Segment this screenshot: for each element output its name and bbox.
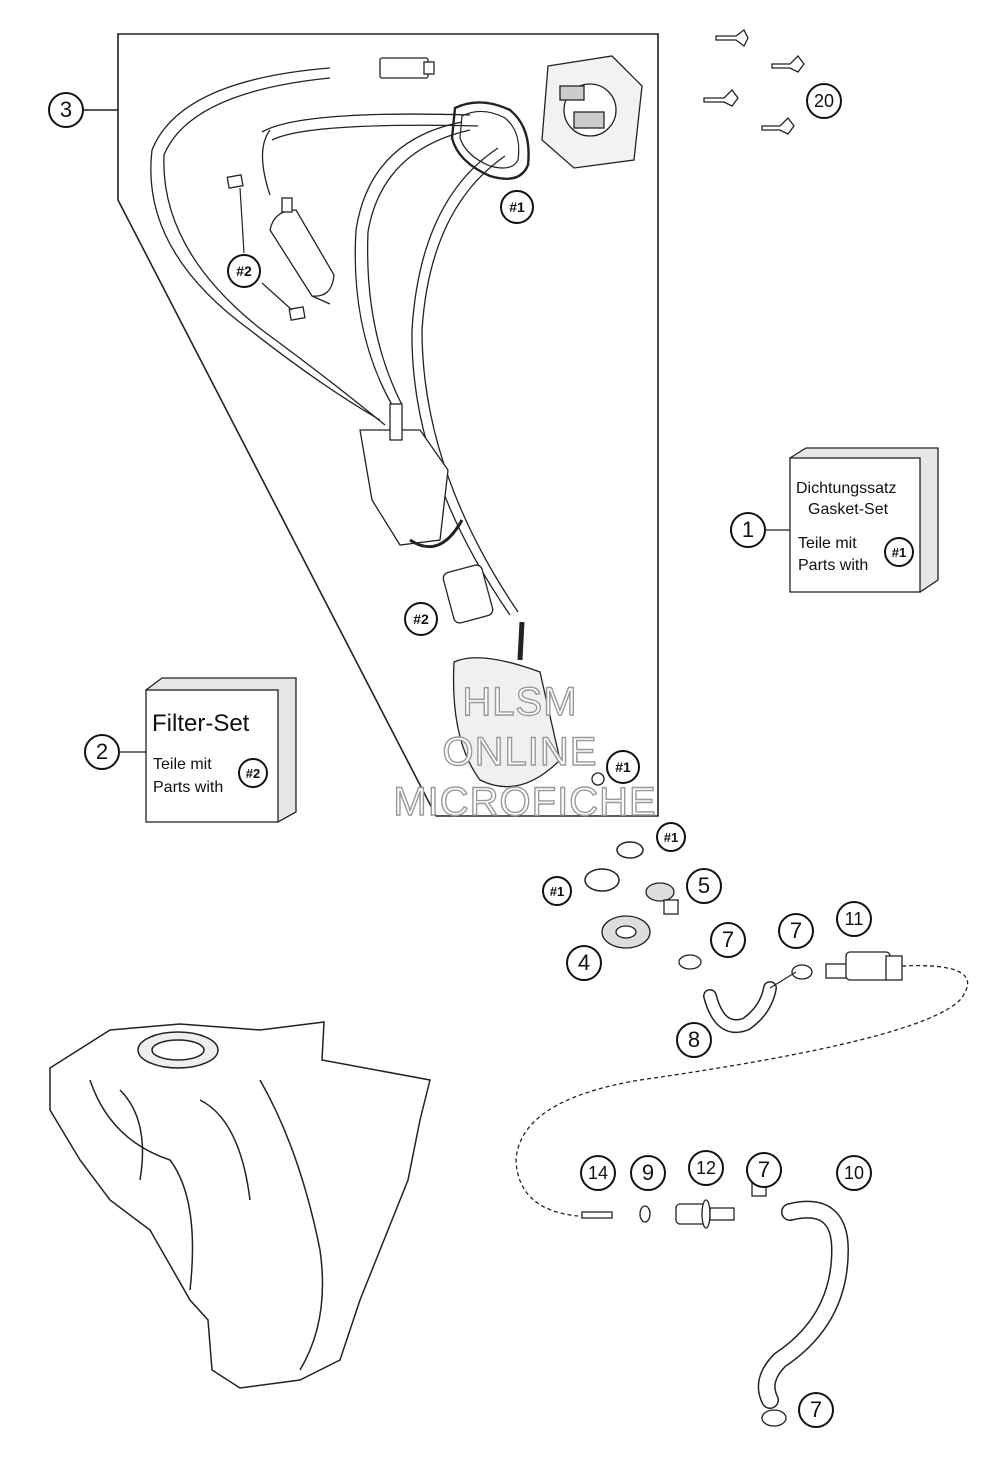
electrical-connector (379, 57, 435, 79)
pump-flange (541, 55, 643, 169)
ref-marker-hash1: #1 (500, 190, 534, 224)
fuel-line-dashed (515, 964, 969, 1217)
callout-11: 11 (836, 901, 872, 937)
ref-marker-hash1: #1 (656, 822, 686, 852)
callout-9: 9 (630, 1155, 666, 1191)
callout-2: 2 (84, 734, 120, 770)
callout-14: 14 (580, 1155, 616, 1191)
filter-set-box (120, 677, 297, 823)
filter-set-parts-en: Parts with (153, 779, 224, 796)
callout-8: 8 (676, 1022, 712, 1058)
callout-20: 20 (806, 83, 842, 119)
ref-marker-hash1: #1 (542, 876, 572, 906)
fuel-pump-assembly-boundary (117, 33, 659, 817)
quick-coupling (825, 951, 903, 981)
filter-set-ref: #2 (238, 758, 268, 788)
callout-3: 3 (48, 92, 84, 128)
bolts (703, 29, 805, 135)
gasket-set-title-en: Gasket-Set (808, 501, 889, 518)
ref-marker-hash2: #2 (227, 254, 261, 288)
ref-marker-hash1: #1 (606, 750, 640, 784)
fuel-filter (226, 174, 335, 321)
gasket-set-title-de: Dichtungssatz (796, 480, 897, 497)
callout-5: 5 (686, 868, 722, 904)
callout-10: 10 (836, 1155, 872, 1191)
gasket-set-parts-en: Parts with (798, 557, 869, 574)
ref-marker-hash2: #2 (404, 602, 438, 636)
callout-4: 4 (566, 945, 602, 981)
gasket-set-ref: #1 (884, 537, 914, 567)
watermark-line-1: HLSM (462, 679, 578, 724)
callout-7d: 7 (798, 1392, 834, 1428)
o-rings (584, 841, 644, 892)
watermark-line-3: MICROFICHE (393, 779, 657, 824)
callout-7b: 7 (778, 913, 814, 949)
flange-gasket (450, 101, 530, 180)
gasket-set-parts-de: Teile mit (798, 535, 857, 552)
small-fittings (581, 1199, 735, 1229)
callout-7c: 7 (746, 1152, 782, 1188)
filter-set-parts-de: Teile mit (153, 756, 212, 773)
callout-12: 12 (688, 1150, 724, 1186)
fuel-pump-hoses (150, 67, 519, 616)
callout-7a: 7 (710, 922, 746, 958)
filter-set-title: Filter-Set (152, 710, 250, 737)
callout-1: 1 (730, 512, 766, 548)
fuel-tank (49, 1021, 431, 1389)
fuel-pump (359, 403, 605, 788)
valve-seal (601, 882, 679, 949)
watermark-line-2: ONLINE (442, 729, 598, 774)
